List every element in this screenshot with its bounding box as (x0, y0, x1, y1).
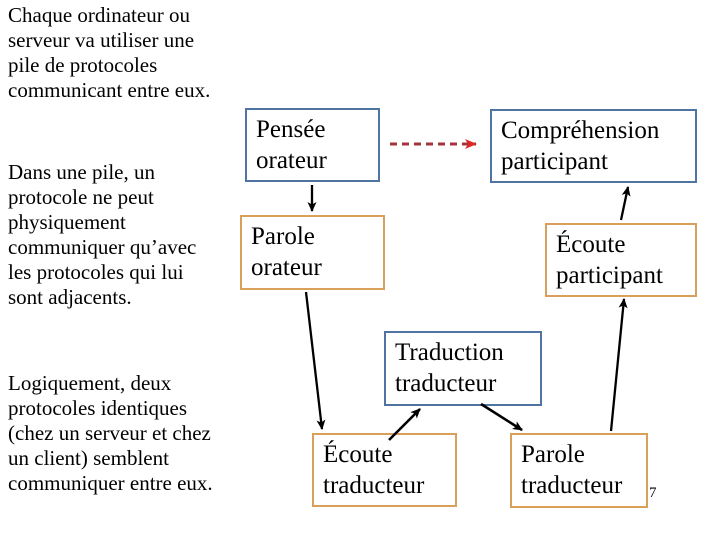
paragraph-pile-protocoles: Chaque ordinateur ou serveur va utiliser… (8, 3, 211, 102)
arrow-traduction-to-parole-traducteur (480, 402, 523, 432)
box-label-line: Écoute (323, 441, 393, 468)
paragraph-communication-logique: Logiquement, deux protocoles identiques … (8, 371, 213, 495)
box-ecoute-participant: Écoute participant (545, 223, 697, 297)
box-label-line: Traduction (395, 339, 504, 366)
box-label-line: traducteur (323, 472, 425, 499)
box-traduction-traducteur: Traduction traducteur (384, 331, 542, 406)
box-pensee-orateur: Pensée orateur (245, 108, 380, 182)
box-ecoute-traducteur: Écoute traducteur (312, 433, 457, 507)
box-label-line: traducteur (521, 472, 623, 499)
box-label-line: Parole (251, 223, 315, 250)
box-label-line: participant (556, 262, 663, 289)
box-label-line: Écoute (556, 231, 626, 258)
arrow-parole-orateur-to-ecoute-traducteur (304, 291, 326, 430)
box-label-line: participant (501, 148, 608, 175)
box-label-line: orateur (251, 254, 322, 281)
page-number: 7 (649, 485, 657, 501)
box-parole-traducteur: Parole traducteur (510, 433, 648, 508)
box-label-line: Pensée (256, 116, 326, 143)
arrow-ecoute-participant-to-comprehension (619, 186, 631, 221)
box-parole-orateur: Parole orateur (240, 215, 385, 290)
arrow-parole-traducteur-to-ecoute-participant (609, 298, 628, 432)
box-label-line: orateur (256, 147, 327, 174)
box-comprehension-participant: Compréhension participant (490, 109, 697, 183)
box-label-line: Parole (521, 441, 585, 468)
paragraph-communication-physique: Dans une pile, un protocole ne peut phys… (8, 160, 197, 309)
box-label-line: traducteur (395, 370, 497, 397)
box-label-line: Compréhension (501, 117, 660, 144)
